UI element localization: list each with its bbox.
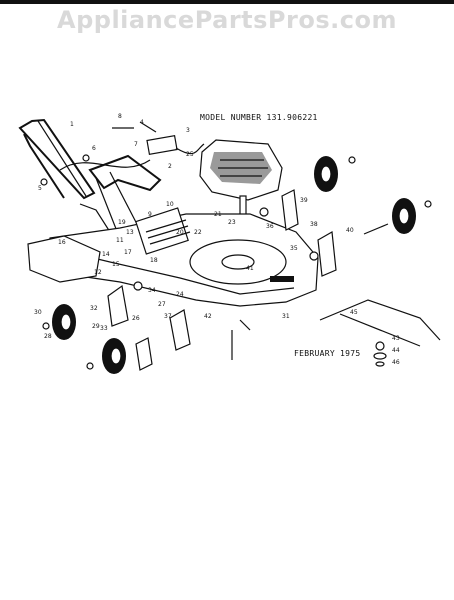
callout-37: 37 [164,313,172,320]
callout-3: 3 [186,127,190,134]
callout-17: 17 [124,249,132,256]
callout-2: 2 [168,163,172,170]
blade-inset-detail [319,299,441,367]
callout-39: 39 [300,197,308,204]
callout-27: 27 [158,301,166,308]
callout-7: 7 [134,141,138,148]
callout-26: 26 [132,315,140,322]
callout-10: 10 [166,201,174,208]
callout-31: 31 [282,313,290,320]
callout-15: 15 [112,261,120,268]
top-border [0,0,454,4]
callout-34: 34 [148,287,156,294]
callout-33: 33 [100,325,108,332]
callout-43: 43 [392,335,400,342]
callout-1: 1 [70,121,74,128]
callout-23: 23 [228,219,236,226]
discharge-chute [27,207,191,283]
wheel-rear-left [86,338,126,374]
callout-16: 16 [58,239,66,246]
mower-deck [47,213,319,307]
callout-29: 29 [92,323,100,330]
callout-32: 32 [90,305,98,312]
callout-20: 20 [176,229,184,236]
callout-19: 19 [118,219,126,226]
callout-21: 21 [214,211,222,218]
throttle-control [59,121,205,171]
wheel-front-right [314,156,356,192]
callout-30: 30 [34,309,42,316]
wheel-front-left [42,304,76,340]
callout-14: 14 [102,251,110,258]
callout-11: 11 [116,237,124,244]
wheel-rear-right [363,198,432,235]
callout-38: 38 [310,221,318,228]
revision-date-label: FEBRUARY 1975 [294,349,361,358]
callout-45: 45 [350,309,358,316]
callout-9: 9 [148,211,152,218]
callout-25: 25 [186,151,194,158]
callout-22: 22 [194,229,202,236]
callout-44: 44 [392,347,400,354]
callout-6: 6 [92,145,96,152]
callout-36: 36 [266,223,274,230]
callout-13: 13 [126,229,134,236]
callout-12: 12 [94,269,102,276]
callout-46: 46 [392,359,400,366]
callout-8: 8 [118,113,122,120]
site-title: AppliancePartsPros.com [57,6,397,34]
callout-40: 40 [346,227,354,234]
callout-41: 41 [246,265,254,272]
handle-assembly [18,118,162,245]
engine [199,139,283,240]
part-callouts: 1 2 3 4 5 6 7 8 9 10 11 12 13 14 15 16 1… [34,113,400,366]
height-adjusters [107,189,337,371]
model-number-label: MODEL NUMBER 131.906221 [200,113,318,122]
callout-4: 4 [140,119,144,126]
callout-28: 28 [44,333,52,340]
blade [231,319,251,360]
callout-5: 5 [38,185,42,192]
callout-35: 35 [290,245,298,252]
callout-18: 18 [150,257,158,264]
callout-42: 42 [204,313,212,320]
callout-24: 24 [176,291,184,298]
